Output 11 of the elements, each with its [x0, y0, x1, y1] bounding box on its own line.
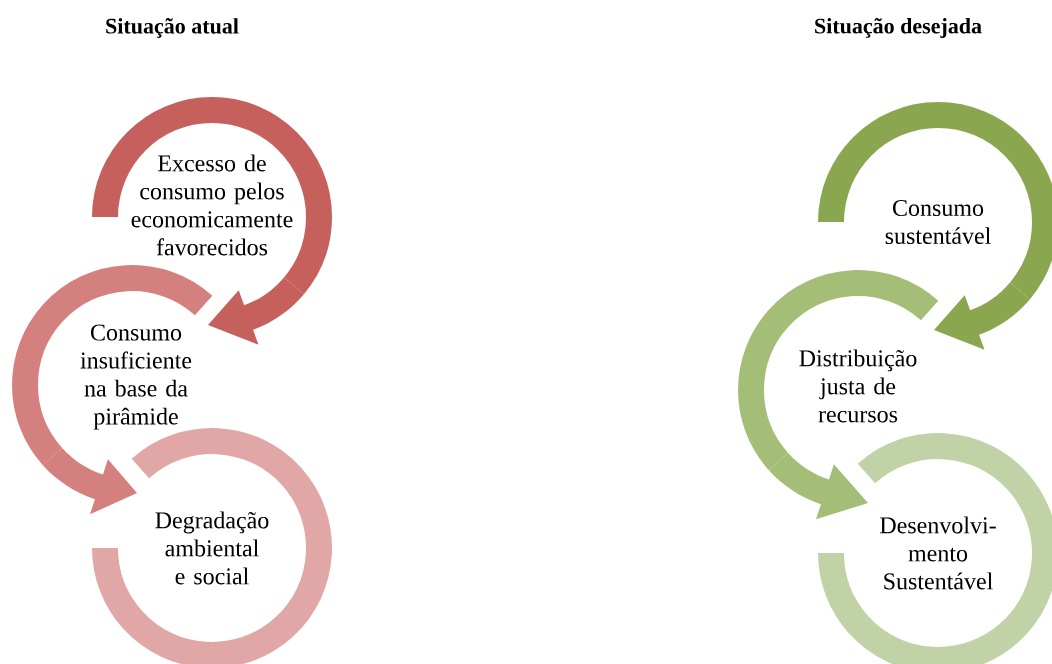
column-heading: Situação desejada: [815, 18, 982, 38]
arrow: [768, 452, 868, 520]
ring: Distribuição justa de recursos: [738, 270, 938, 470]
arrow: [934, 282, 1030, 350]
ring: Consumo insuficiente na base da pirâmide: [12, 265, 212, 465]
column-heading: Situação atual: [106, 18, 239, 38]
ring: Consumo sustentável: [818, 102, 1052, 299]
arrow: [42, 447, 137, 515]
ring: Excesso de consumo pelos economicamente favorecidos: [92, 97, 332, 294]
arrow: [208, 277, 304, 345]
ring: Desenvolvi-mento Sustentável: [818, 433, 1052, 664]
